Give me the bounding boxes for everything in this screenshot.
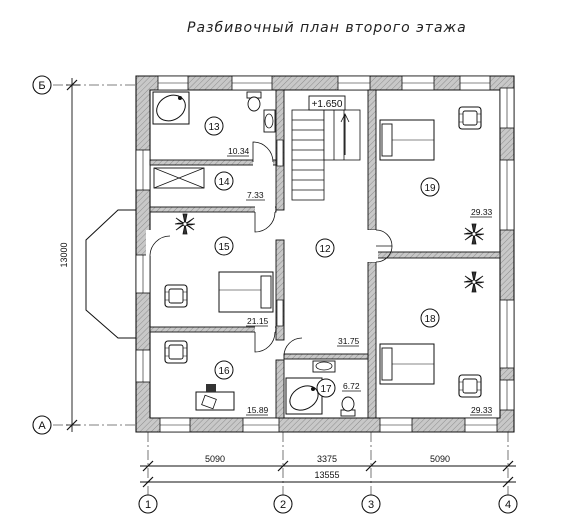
desk-icon xyxy=(195,384,235,411)
svg-text:1: 1 xyxy=(145,499,151,511)
window-glazing-lines xyxy=(142,82,508,426)
svg-text:17: 17 xyxy=(320,384,332,395)
sink-icon xyxy=(312,360,336,373)
svg-text:19: 19 xyxy=(424,183,436,194)
svg-text:Б: Б xyxy=(38,80,45,92)
svg-text:А: А xyxy=(38,420,46,432)
room-number-12: 12 xyxy=(315,238,335,258)
svg-text:13000: 13000 xyxy=(59,242,69,267)
bed-icon xyxy=(379,119,435,161)
vertical-dimension: 13000 xyxy=(59,78,80,432)
room-number-14: 14 xyxy=(214,171,234,191)
room-number-17: 17 xyxy=(316,378,336,398)
svg-text:3: 3 xyxy=(368,499,374,511)
horizontal-dimensions xyxy=(140,460,516,488)
radiator-icon xyxy=(276,139,284,327)
area-15: 21.15 xyxy=(247,316,269,326)
plant-icon xyxy=(174,213,196,235)
area-18: 29.33 xyxy=(471,405,493,415)
bathtub-icon xyxy=(285,377,323,415)
armchair-icon xyxy=(458,374,482,398)
axis-marker-1: 1 xyxy=(138,494,158,514)
svg-text:4: 4 xyxy=(505,499,511,511)
svg-text:16: 16 xyxy=(218,366,230,377)
area-12: 31.75 xyxy=(338,336,360,346)
wardrobe-icon xyxy=(153,167,205,189)
exterior-walls xyxy=(135,75,515,433)
axis-marker-4: 4 xyxy=(498,494,518,514)
armchair-icon xyxy=(164,284,188,308)
room-number-16: 16 xyxy=(214,360,234,380)
bed-icon xyxy=(379,343,435,385)
area-16: 15.89 xyxy=(247,405,269,415)
dimension-d2: 3375 xyxy=(317,454,337,464)
room-areas: 10.34 7.33 21.15 15.89 31.75 6.72 29.33 … xyxy=(227,146,493,416)
plant-icon xyxy=(463,223,485,245)
armchair-icon xyxy=(458,106,482,130)
axis-marker-3: 3 xyxy=(361,494,381,514)
dimension-total: 13555 xyxy=(314,470,339,480)
area-17: 6.72 xyxy=(343,381,360,391)
level-mark: +1.650 xyxy=(308,95,346,111)
bay-window-outline xyxy=(85,209,136,339)
sink-icon xyxy=(263,109,276,133)
svg-text:12: 12 xyxy=(319,244,331,255)
axis-marker-b: Б xyxy=(32,75,52,95)
door-swings xyxy=(149,141,393,357)
plant-icon xyxy=(463,271,485,293)
svg-text:2: 2 xyxy=(280,499,286,511)
room-number-15: 15 xyxy=(214,236,234,256)
svg-text:15: 15 xyxy=(218,242,230,253)
svg-text:14: 14 xyxy=(218,177,230,188)
dimension-d3: 5090 xyxy=(430,454,450,464)
svg-text:18: 18 xyxy=(424,314,436,325)
windows xyxy=(135,75,515,433)
area-19: 29.33 xyxy=(471,207,493,217)
bed-icon xyxy=(218,271,274,313)
room-number-18: 18 xyxy=(420,308,440,328)
axis-marker-2: 2 xyxy=(273,494,293,514)
svg-text:13: 13 xyxy=(208,122,220,133)
toilet-icon xyxy=(246,91,262,112)
armchair-icon xyxy=(164,340,188,364)
plan-title: Разбивочный план второго этажа xyxy=(187,20,467,36)
toilet-icon xyxy=(340,396,356,417)
bathtub-icon xyxy=(152,91,190,125)
area-13: 10.34 xyxy=(228,146,250,156)
axis-marker-a: А xyxy=(32,415,52,435)
svg-text:+1.650: +1.650 xyxy=(312,99,343,110)
staircase xyxy=(291,109,361,201)
area-14: 7.33 xyxy=(247,190,264,200)
dimension-d1: 5090 xyxy=(205,454,225,464)
room-number-19: 19 xyxy=(420,177,440,197)
room-number-13: 13 xyxy=(204,116,224,136)
